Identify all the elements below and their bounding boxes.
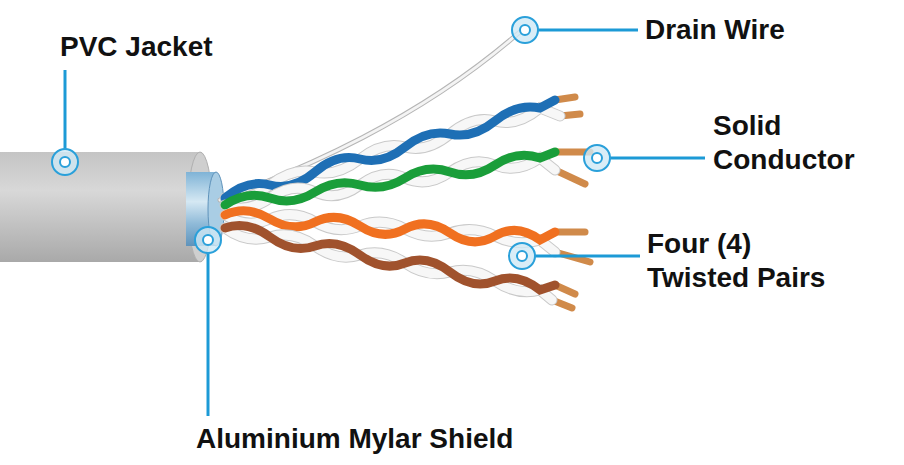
pvc-jacket [0,152,202,262]
part-label: PVC Jacket [60,30,213,64]
callout-markers [52,17,610,269]
leader-lines [65,30,705,416]
part-label: Drain Wire [645,13,785,47]
copper-tips [552,97,590,308]
part-label: Solid Conductor [713,109,893,177]
part-label: Four (4) Twisted Pairs [647,227,845,295]
twisted-pairs [225,100,560,300]
part-label: Aluminium Mylar Shield [196,422,513,456]
